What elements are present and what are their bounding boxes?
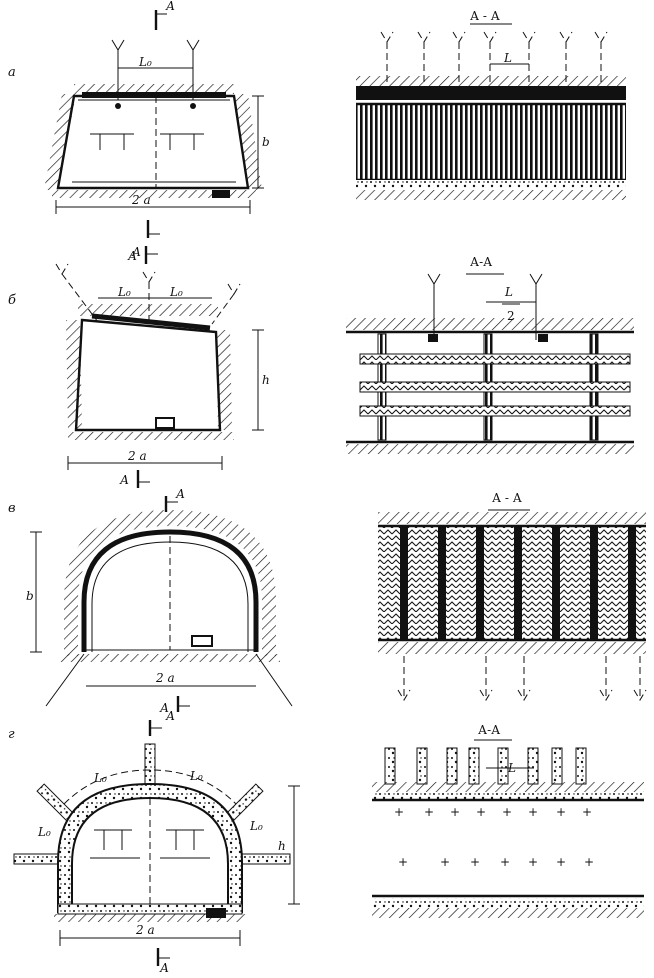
row-g-section-span: L <box>507 761 516 775</box>
row-g-section-marks: + + + + + + + + + + + + + + + <box>394 805 594 869</box>
row-g: г А L₀ L₀ L₀ L₀ h 2 a <box>8 709 644 975</box>
svg-text:+: + <box>582 805 592 819</box>
row-b-width-label: 2 a <box>127 449 147 463</box>
svg-text:+: + <box>440 855 450 869</box>
row-a-cut-top: А <box>154 0 175 30</box>
row-g-cut-top-label: А <box>165 709 175 723</box>
row-a: а А L₀ b <box>8 0 626 259</box>
row-g-width-label: 2 a <box>135 923 155 937</box>
row-g-span-label-4: L₀ <box>249 819 263 833</box>
svg-text:+: + <box>584 855 594 869</box>
row-g-cut-bottom-label: А <box>159 961 169 975</box>
row-a-span-label: L₀ <box>138 55 152 69</box>
row-g-letter: г <box>8 727 15 742</box>
row-g-section-title: А-А <box>478 723 500 737</box>
row-b: б А L₀ L₀ h 2 a А А-А <box>8 246 634 488</box>
row-b-height-label: h <box>262 373 270 387</box>
row-a-width-label: 2 a <box>131 193 151 207</box>
svg-text:+: + <box>556 855 566 869</box>
row-a-cut-top-label: А <box>165 0 175 13</box>
row-g-section-bolts <box>384 747 587 785</box>
row-b-section-span-denom: 2 <box>507 309 515 323</box>
row-b-cut-top-label: А <box>127 249 137 263</box>
row-a-left-rock <box>44 94 76 190</box>
row-v-cut-bottom-label: А <box>159 701 169 715</box>
row-a-section-roof <box>356 86 626 100</box>
row-a-section-title: А - А <box>470 9 500 23</box>
row-b-section-title: А-А <box>470 255 492 269</box>
row-v-cut-top-label: А <box>175 487 185 501</box>
row-v-letter: в <box>8 501 16 516</box>
row-g-span-label-3: L₀ <box>37 825 51 839</box>
row-v-section-posts <box>400 526 636 640</box>
row-b-span-label: L₀ <box>117 285 131 299</box>
svg-text:+: + <box>394 805 404 819</box>
row-a-letter: а <box>8 65 16 80</box>
row-b-section-span: L <box>504 285 513 299</box>
row-a-section-lagging <box>356 104 626 180</box>
svg-text:+: + <box>470 855 480 869</box>
row-b-span-label-2: L₀ <box>169 285 183 299</box>
row-a-height-label: b <box>262 135 270 149</box>
row-a-floor-rock <box>52 190 256 198</box>
row-a-right-rock <box>234 94 262 190</box>
row-g-rock-bolts <box>13 743 291 865</box>
row-b-section-posts <box>359 333 631 441</box>
row-g-height-label: h <box>278 839 286 853</box>
row-v: в А b 2 a А А - А <box>8 487 647 715</box>
row-g-span-label-2: L₀ <box>189 769 203 783</box>
svg-text:+: + <box>528 805 538 819</box>
row-a-frame <box>56 94 250 190</box>
svg-text:+: + <box>502 805 512 819</box>
row-v-height-label: b <box>26 589 34 603</box>
svg-text:+: + <box>424 805 434 819</box>
row-a-cut-bottom: А <box>131 220 160 259</box>
svg-text:+: + <box>556 805 566 819</box>
row-v-section-lagging <box>378 526 646 640</box>
row-v-width-label: 2 a <box>155 671 175 685</box>
svg-text:+: + <box>450 805 460 819</box>
svg-text:+: + <box>398 855 408 869</box>
row-g-span-label: L₀ <box>93 771 107 785</box>
row-a-cut-bottom-label: А <box>131 245 141 259</box>
row-b-cut-bottom-label: А <box>119 473 129 487</box>
row-v-arch-frame <box>81 529 259 652</box>
svg-text:+: + <box>528 855 538 869</box>
row-v-section-title: А - А <box>492 491 522 505</box>
row-b-frame <box>74 318 222 432</box>
row-a-section-span: L <box>503 51 512 65</box>
row-a-roof-rock <box>74 84 234 94</box>
svg-text:+: + <box>476 805 486 819</box>
row-b-letter: б <box>8 293 16 308</box>
row-a-anchors: L₀ <box>111 39 200 100</box>
svg-text:+: + <box>500 855 510 869</box>
